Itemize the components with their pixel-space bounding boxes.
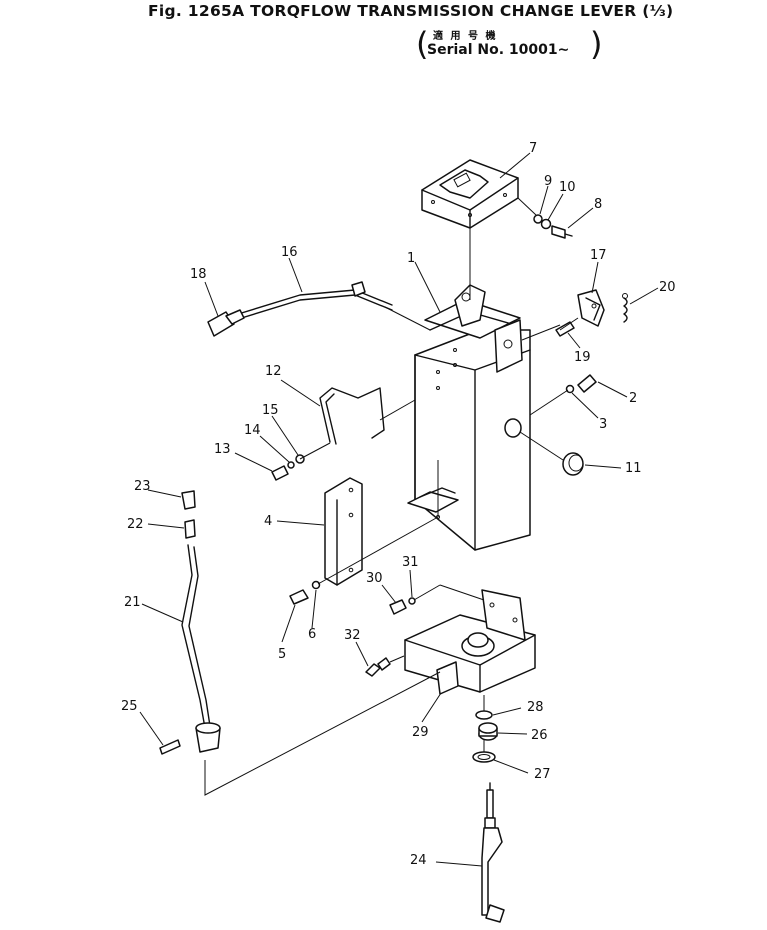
callout-11: 11 [625, 461, 642, 476]
shaft-lever-24 [481, 782, 505, 923]
callout-15: 15 [262, 403, 279, 418]
callout-4: 4 [264, 514, 272, 529]
bolt-13 [271, 454, 305, 481]
callout-10: 10 [559, 180, 576, 195]
bolt-8 [533, 214, 573, 239]
bracket-12 [319, 387, 385, 445]
pin-19 [555, 321, 575, 337]
callout-31: 31 [402, 555, 419, 570]
base-bracket-29 [404, 589, 536, 695]
callout-2: 2 [629, 391, 637, 406]
callout-18: 18 [190, 267, 207, 282]
callout-1: 1 [407, 251, 415, 266]
shift-lever-21 [159, 490, 221, 755]
bolt-2 [565, 374, 597, 394]
callout-numbers: 1 2 3 4 5 6 7 8 9 10 11 12 13 14 15 16 1… [121, 141, 676, 868]
callout-7: 7 [529, 141, 537, 156]
cap-11 [562, 452, 584, 476]
serial-number: Serial No. 10001∼ [427, 42, 570, 58]
callout-19: 19 [574, 350, 591, 365]
washer-28 [475, 710, 493, 720]
callout-3: 3 [599, 417, 607, 432]
assembly-lines [204, 197, 579, 796]
callout-20: 20 [659, 280, 676, 295]
callout-17: 17 [590, 248, 607, 263]
callout-5: 5 [278, 647, 286, 662]
bolt-5 [289, 580, 321, 605]
shift-gate-cover [421, 159, 519, 229]
callout-8: 8 [594, 197, 602, 212]
bolt-32 [365, 657, 391, 677]
callout-6: 6 [308, 627, 316, 642]
console-housing [407, 284, 531, 551]
callout-24: 24 [410, 853, 427, 868]
callout-22: 22 [127, 517, 144, 532]
callout-14: 14 [244, 423, 261, 438]
applicability-label: 適 用 号 機 [433, 31, 498, 42]
figure-title: Fig. 1265A TORQFLOW TRANSMISSION CHANGE … [148, 2, 674, 20]
callout-30: 30 [366, 571, 383, 586]
callout-28: 28 [527, 700, 544, 715]
spring-20 [622, 293, 628, 323]
callout-23: 23 [134, 479, 151, 494]
detent-bracket-17 [577, 289, 605, 327]
callout-26: 26 [531, 728, 548, 743]
bolt-30 [389, 597, 416, 615]
callout-27: 27 [534, 767, 551, 782]
callout-32: 32 [344, 628, 361, 643]
open-paren: ( [416, 25, 429, 63]
change-lever-16 [207, 281, 393, 337]
callout-12: 12 [265, 364, 282, 379]
callout-13: 13 [214, 442, 231, 457]
bushing-26 [478, 722, 498, 741]
close-paren: ) [590, 25, 603, 63]
callout-29: 29 [412, 725, 429, 740]
callout-9: 9 [544, 174, 552, 189]
callout-21: 21 [124, 595, 141, 610]
cover-plate-4 [324, 477, 363, 586]
leader-lines [139, 152, 659, 867]
callout-16: 16 [281, 245, 298, 260]
callout-25: 25 [121, 699, 138, 714]
snap-ring-27 [472, 751, 496, 763]
